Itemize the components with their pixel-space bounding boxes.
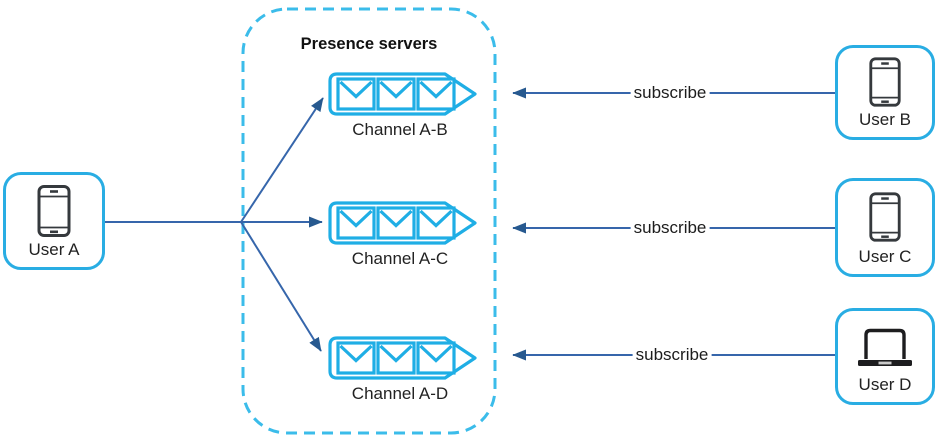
user-a-label: User A — [28, 240, 80, 259]
envelope-icons — [336, 77, 456, 111]
envelope-icons — [336, 341, 456, 375]
user-c-label: User C — [858, 247, 912, 266]
user-a-box: User A — [3, 172, 105, 270]
user-d-label: User D — [858, 375, 912, 394]
user-c-box: User C — [835, 178, 935, 277]
user-b-label: User B — [859, 110, 911, 129]
channel-ab-label: Channel A-B — [352, 120, 448, 139]
phone-icon — [35, 175, 73, 240]
laptop-icon — [855, 311, 915, 375]
channel-ab-banner — [328, 72, 477, 116]
user-b-box: User B — [835, 45, 935, 140]
phone-icon — [867, 181, 903, 247]
presence-servers-title: Presence servers — [300, 35, 438, 53]
arrow-to-channel-ab — [240, 97, 324, 223]
channel-ac-label: Channel A-C — [351, 249, 449, 268]
subscribe-label-userb: subscribe — [630, 83, 710, 103]
channel-ad-label: Channel A-D — [351, 384, 449, 403]
subscribe-label-userc: subscribe — [630, 218, 710, 238]
envelope-icons — [336, 206, 456, 240]
arrow-to-channel-ad — [240, 221, 322, 352]
channel-ad-banner — [328, 336, 477, 380]
channel-ac-banner — [328, 201, 477, 245]
user-d-box: User D — [835, 308, 935, 405]
phone-icon — [867, 48, 903, 110]
subscribe-label-userd: subscribe — [632, 345, 712, 365]
